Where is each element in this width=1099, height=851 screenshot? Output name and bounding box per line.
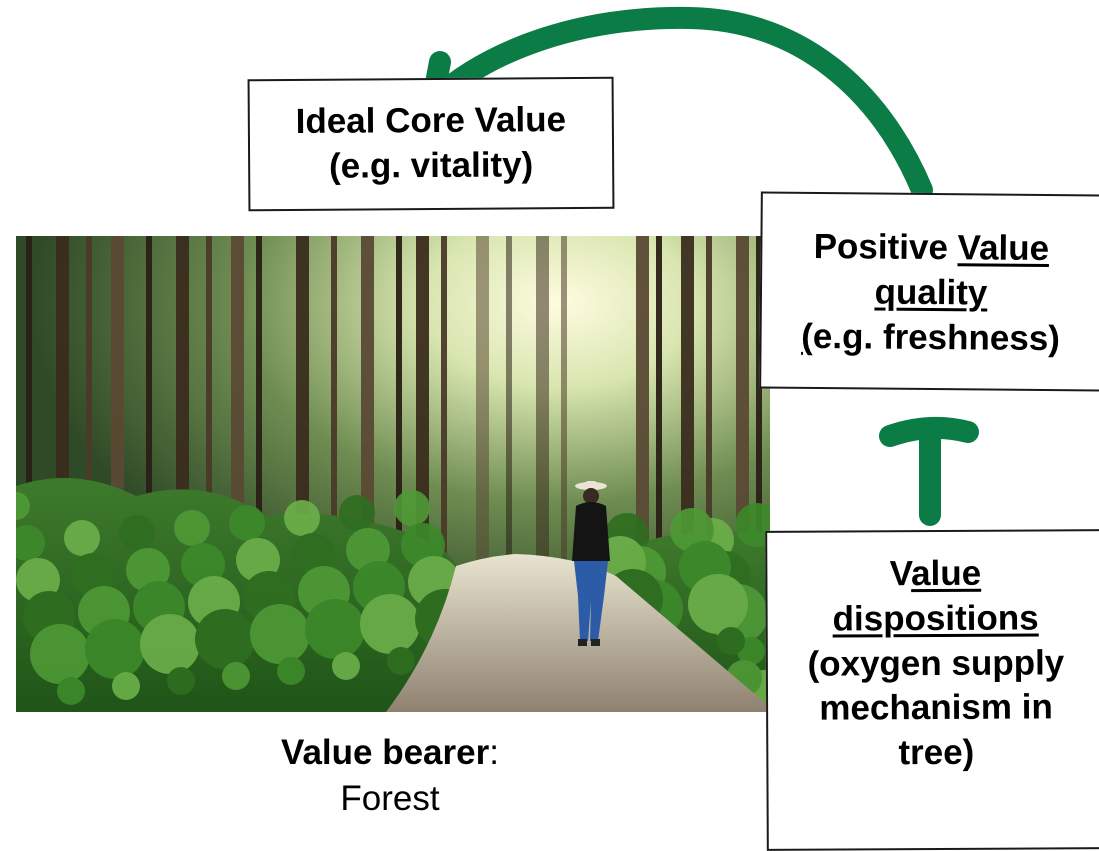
bearer-colon: : <box>489 733 499 772</box>
tree-trunk <box>86 236 92 572</box>
foliage-clump <box>167 667 195 695</box>
foliage-clump <box>229 505 265 541</box>
tree-trunk <box>231 236 244 560</box>
tree-trunk <box>706 236 712 572</box>
foliage-clump <box>735 503 770 547</box>
tree-trunk <box>146 236 152 596</box>
forest-photo <box>16 236 770 712</box>
quality-word-positive: Positive <box>813 227 958 268</box>
tree-trunk <box>26 236 32 596</box>
tree-trunk <box>756 236 762 596</box>
tree-trunk <box>256 236 262 596</box>
disp-line3: (oxygen supply <box>807 642 1065 684</box>
tree-trunk <box>396 236 402 596</box>
foliage-clump <box>394 490 430 526</box>
ideal-example: (e.g. vitality) <box>328 145 534 186</box>
tree-trunk <box>476 236 489 560</box>
tree-trunk <box>361 236 374 560</box>
foliage-clump <box>360 594 420 654</box>
quality-line1: Positive Value <box>813 225 1050 272</box>
foliage-clump <box>30 624 90 684</box>
foliage-clump <box>195 609 255 669</box>
tree-trunk <box>561 236 567 572</box>
tree-trunk <box>331 236 337 572</box>
quality-paren: ( <box>801 316 814 356</box>
tree-trunk <box>441 236 447 572</box>
disp-line4: mechanism in <box>819 687 1053 729</box>
disp-line1: Value <box>890 552 982 597</box>
foliage-clump <box>688 574 748 634</box>
tree-trunk <box>536 236 549 584</box>
foliage-clump <box>339 495 375 531</box>
value-bearer-caption: Value bearer: Forest <box>190 730 590 821</box>
ideal-title: Ideal Core Value <box>295 100 567 142</box>
disp-line2: dispositions <box>832 598 1039 639</box>
curved-arrow <box>425 6 933 201</box>
straight-arrow <box>879 416 979 526</box>
quality-word-value: Value <box>957 228 1050 269</box>
foliage-clump <box>64 520 100 556</box>
foliage-clump <box>222 662 250 690</box>
bearer-label: Value bearer <box>281 733 490 772</box>
foliage-clump <box>119 515 155 551</box>
tree-trunk <box>636 236 649 560</box>
foliage-clump <box>140 614 200 674</box>
disp-letter-v: V <box>889 554 912 594</box>
tree-trunk <box>206 236 212 572</box>
foliage-clump <box>284 500 320 536</box>
tree-trunk <box>656 236 662 596</box>
foliage-clump <box>112 672 140 700</box>
foliage-clump <box>670 508 714 552</box>
disp-line5: tree) <box>898 732 975 773</box>
ideal-core-value-box: Ideal Core Value (e.g. vitality) <box>247 76 615 212</box>
tree-trunk <box>296 236 309 584</box>
foliage-clump <box>277 657 305 685</box>
quality-example: e.g. freshness) <box>812 316 1061 359</box>
tree-trunk <box>736 236 749 560</box>
foliage-clump <box>250 604 310 664</box>
foliage-clump <box>85 619 145 679</box>
foliage-clump <box>16 525 45 561</box>
foliage-clump <box>57 677 85 705</box>
bearer-object: Forest <box>340 778 440 818</box>
quality-line2: quality <box>874 272 988 313</box>
quality-line3: (e.g. freshness) <box>801 315 1060 362</box>
foliage-clump <box>16 492 30 520</box>
value-dispositions-box: Value dispositions (oxygen supply mechan… <box>765 529 1099 851</box>
tree-trunk <box>111 236 124 560</box>
foliage-clump <box>332 652 360 680</box>
foliage-clump <box>174 510 210 546</box>
foliage-clump <box>717 627 745 655</box>
tree-trunk <box>506 236 512 596</box>
foliage-clump <box>305 599 365 659</box>
disp-word-alue: alue <box>910 553 982 594</box>
tree-trunk <box>681 236 694 584</box>
person-figure <box>572 481 610 646</box>
foliage-clump <box>387 647 415 675</box>
bearer-line1: Value bearer: <box>190 730 590 776</box>
positive-value-quality-box: Positive Value quality (e.g. freshness) <box>759 191 1099 392</box>
